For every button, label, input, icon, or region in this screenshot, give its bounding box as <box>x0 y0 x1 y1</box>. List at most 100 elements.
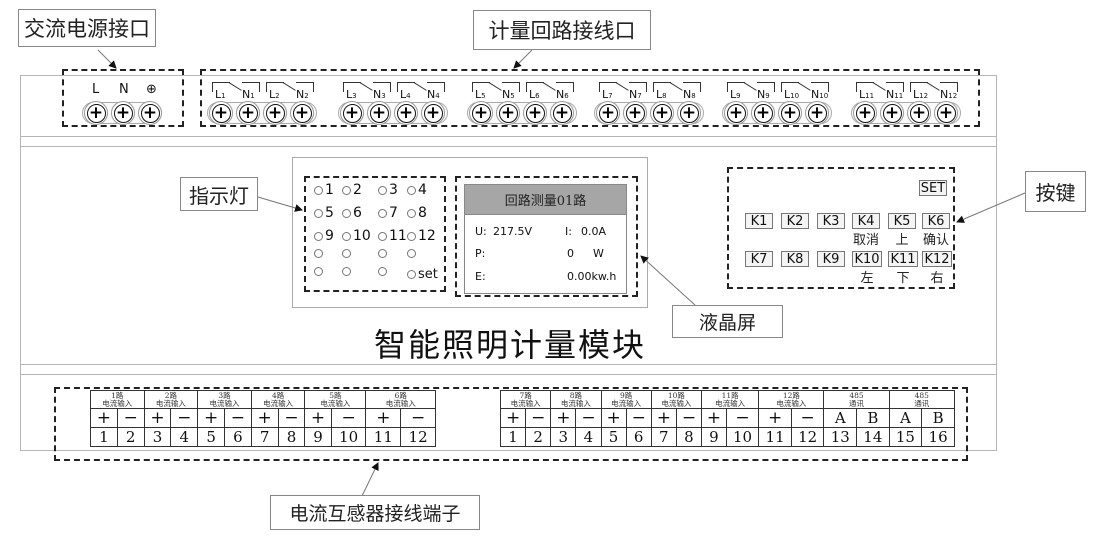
terminal-screw[interactable]: + <box>677 101 701 125</box>
ct-group-subtitle: 电流输入 <box>776 398 807 408</box>
terminal-screw[interactable]: + <box>394 101 418 125</box>
loop-index: 12 <box>948 92 958 100</box>
ct-terminal-number[interactable]: 8 <box>675 427 703 447</box>
indicator-led: 2 <box>342 182 362 198</box>
loop-index: 1 <box>250 92 255 100</box>
keys-region <box>727 167 955 289</box>
key-k10[interactable]: K10 <box>852 251 882 267</box>
loop-terminal-strip <box>722 102 832 124</box>
ct-group-title: 3路 <box>218 390 231 400</box>
terminal-screw[interactable]: + <box>724 101 748 125</box>
key-k2[interactable]: K2 <box>781 213 809 229</box>
indicator-label: 4 <box>418 182 427 198</box>
ct-terminal-number[interactable]: 9 <box>304 427 332 447</box>
key-k5[interactable]: K5 <box>888 213 916 229</box>
ct-terminal-number[interactable]: 13 <box>823 427 858 447</box>
terminal-screw[interactable]: + <box>596 101 620 125</box>
indicator-led: 11 <box>378 228 407 244</box>
screw-plus-icon: + <box>342 103 362 123</box>
ct-terminal-number[interactable]: 12 <box>400 427 436 447</box>
ct-terminal-number[interactable]: 12 <box>790 427 825 447</box>
screw-plus-icon: + <box>525 103 545 123</box>
loop-n-label: N9 <box>757 88 770 101</box>
terminal-screw[interactable]: + <box>421 101 445 125</box>
key-set[interactable]: SET <box>919 180 947 196</box>
ct-group-title: 11路 <box>721 390 739 400</box>
terminal-screw[interactable]: + <box>907 101 931 125</box>
terminal-screw[interactable]: + <box>340 101 364 125</box>
terminal-screw[interactable]: + <box>496 101 520 125</box>
ct-polarity-cell: − <box>170 408 199 428</box>
key-k11[interactable]: K11 <box>888 251 918 267</box>
arrow-ac-power <box>97 49 117 69</box>
loop-index: 5 <box>510 92 515 100</box>
ct-terminal-number[interactable]: 15 <box>888 427 923 447</box>
terminal-screw[interactable]: + <box>523 101 547 125</box>
loop-l-label: L2 <box>269 88 280 101</box>
indicator-led: 3 <box>378 182 398 198</box>
loop-n-label: N1 <box>242 88 255 101</box>
ct-terminal-number[interactable]: 3 <box>550 427 577 447</box>
ct-terminal-number[interactable]: 10 <box>725 427 760 447</box>
loop-n-label: N3 <box>373 88 386 101</box>
terminal-screw[interactable]: + <box>84 101 108 125</box>
screw-plus-icon: + <box>909 103 929 123</box>
key-k6[interactable]: K6 <box>922 213 950 229</box>
terminal-screw[interactable]: + <box>934 101 958 125</box>
ct-terminal-number[interactable]: 9 <box>701 427 727 447</box>
terminal-screw[interactable]: + <box>805 101 829 125</box>
key-k7[interactable]: K7 <box>745 251 773 267</box>
loop-bracket <box>940 82 958 92</box>
terminal-screw[interactable]: + <box>550 101 574 125</box>
terminal-screw[interactable]: + <box>853 101 877 125</box>
led-circle-icon <box>378 231 387 241</box>
key-k3[interactable]: K3 <box>817 213 845 229</box>
lcd-p-value: 0 <box>567 247 574 260</box>
lcd-e-label: E: <box>475 270 486 283</box>
terminal-screw[interactable]: + <box>367 101 391 125</box>
ct-terminal-number[interactable]: 16 <box>921 427 955 447</box>
led-circle-icon <box>342 208 351 218</box>
terminal-screw[interactable]: + <box>880 101 904 125</box>
indicator-led: 12 <box>407 228 436 244</box>
ct-terminal-number[interactable]: 11 <box>758 427 792 447</box>
terminal-screw[interactable]: + <box>290 101 314 125</box>
key-k8[interactable]: K8 <box>781 251 809 267</box>
ct-group-title: 10路 <box>667 390 685 400</box>
key-k4[interactable]: K4 <box>852 213 880 229</box>
key-k9[interactable]: K9 <box>817 251 845 267</box>
led-circle-icon <box>314 267 323 276</box>
lcd-i-label: I: <box>565 225 572 238</box>
terminal-screw[interactable]: + <box>778 101 802 125</box>
terminal-screw[interactable]: + <box>751 101 775 125</box>
loop-index: 7 <box>608 92 613 100</box>
terminal-screw[interactable]: + <box>623 101 647 125</box>
terminal-screw[interactable]: + <box>650 101 674 125</box>
led-circle-icon <box>407 249 416 258</box>
ct-group-subtitle: 通讯 <box>849 398 865 408</box>
key-k1[interactable]: K1 <box>745 213 773 229</box>
arrow-metering-loops <box>513 49 533 69</box>
indicator-led <box>407 249 418 258</box>
terminal-screw[interactable]: + <box>111 101 135 125</box>
callout-indicator: 指示灯 <box>180 177 258 211</box>
indicator-label: 1 <box>325 182 334 198</box>
ct-terminal-number[interactable]: 14 <box>856 427 890 447</box>
loop-index: 10 <box>819 92 829 100</box>
loop-index: 1 <box>221 92 226 100</box>
indicator-led: 5 <box>314 205 334 221</box>
terminal-screw[interactable]: + <box>469 101 493 125</box>
loop-terminal-strip <box>467 102 577 124</box>
terminal-screw[interactable]: + <box>263 101 287 125</box>
terminal-screw[interactable]: + <box>236 101 260 125</box>
ct-terminal-number[interactable]: 5 <box>600 427 627 447</box>
key-k12[interactable]: K12 <box>922 251 952 267</box>
screw-plus-icon: + <box>498 103 518 123</box>
screw-plus-icon: + <box>423 103 443 123</box>
indicator-led: 6 <box>342 205 362 221</box>
terminal-screw[interactable]: + <box>138 101 162 125</box>
loop-bracket <box>472 82 490 92</box>
ct-terminal-number[interactable]: 4 <box>170 427 199 447</box>
lcd-screen: 回路测量01路 U: 217.5V I: 0.0A P: 0 W E: 0.00… <box>464 184 627 294</box>
terminal-screw[interactable]: + <box>209 101 233 125</box>
